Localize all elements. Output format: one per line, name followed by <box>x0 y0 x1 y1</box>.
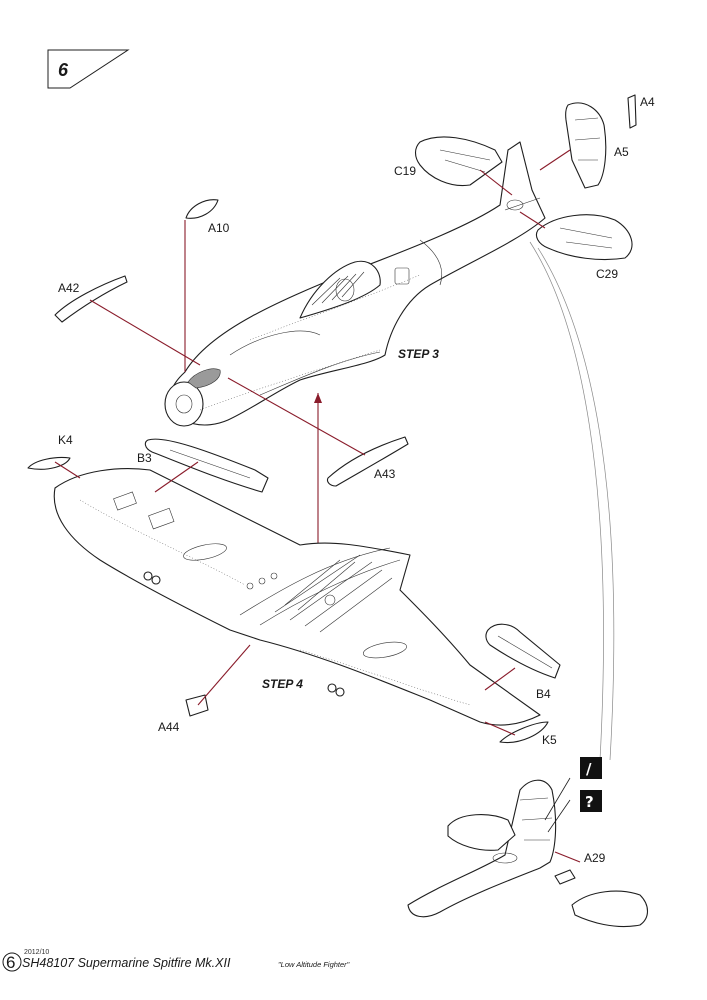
exhaust-patch <box>187 368 221 389</box>
part-a42 <box>54 275 128 323</box>
step-4-text: STEP 4 <box>262 677 303 691</box>
label-c29: C29 <box>596 267 618 281</box>
part-a44 <box>185 694 209 717</box>
gun-stubs-left <box>143 571 161 585</box>
part-a10 <box>185 199 219 219</box>
label-k5: K5 <box>542 733 557 747</box>
detail-right-stabilizer <box>571 890 649 928</box>
part-k4 <box>27 456 71 470</box>
version-badge-b-text: ? <box>585 793 594 811</box>
version-badge-a: / <box>580 757 602 779</box>
detail-left-stabilizer <box>447 814 516 851</box>
page-number-circle <box>2 952 22 972</box>
page-number: 6 <box>6 953 15 972</box>
detail-tail-inset <box>407 779 649 928</box>
part-b4-aileron <box>485 623 561 679</box>
part-a29 <box>554 869 576 885</box>
part-a4 <box>627 94 637 129</box>
version-badge-a-text: / <box>586 760 592 778</box>
label-c19: C19 <box>394 164 416 178</box>
step-4-label: STEP 4 <box>262 677 303 691</box>
version-badge-b: ? <box>580 790 602 812</box>
label-a43: A43 <box>374 467 396 481</box>
guide-lines <box>529 241 615 761</box>
part-a43 <box>326 436 409 487</box>
footer-date: 2012/10 <box>24 949 49 956</box>
label-a5: A5 <box>614 145 629 159</box>
footer-subtitle: "Low Altitude Fighter" <box>278 960 350 969</box>
step-number-box: 6 <box>47 49 130 89</box>
gun-stubs-right <box>327 683 345 697</box>
part-b3-aileron <box>144 438 269 493</box>
step-3-text: STEP 3 <box>398 347 439 361</box>
part-c29-stabilizer <box>535 214 633 261</box>
label-a4: A4 <box>640 95 655 109</box>
label-b4: B4 <box>536 687 551 701</box>
label-k4: K4 <box>58 433 73 447</box>
nose-ring <box>164 381 204 427</box>
label-a10: A10 <box>208 221 230 235</box>
label-a42: A42 <box>58 281 80 295</box>
step-number: 6 <box>58 60 69 80</box>
step-3-label: STEP 3 <box>398 347 439 361</box>
label-b3: B3 <box>137 451 152 465</box>
wing <box>53 468 541 726</box>
footer: 6 2012/10 SH48107 Supermarine Spitfire M… <box>2 949 350 972</box>
label-a29: A29 <box>584 851 606 865</box>
fuselage <box>164 141 546 427</box>
footer-title: SH48107 Supermarine Spitfire Mk.XII <box>22 956 231 970</box>
part-c19-stabilizer <box>414 136 503 187</box>
cockpit <box>299 260 381 319</box>
label-a44: A44 <box>158 720 180 734</box>
part-a5-rudder <box>565 102 607 189</box>
